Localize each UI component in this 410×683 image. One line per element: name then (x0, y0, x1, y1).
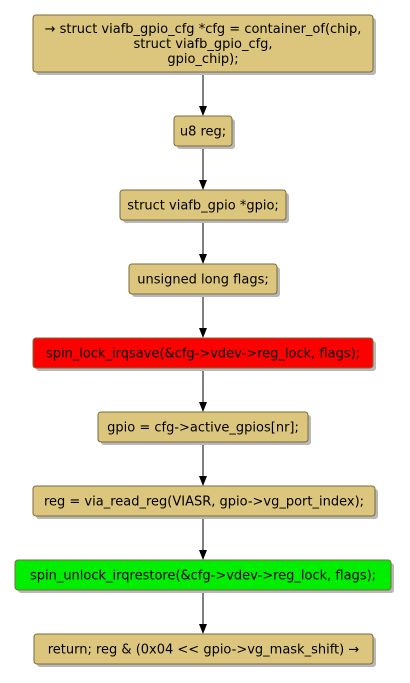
arrow-head-icon (199, 550, 207, 560)
edge-flags-decl-to-spin-lock (199, 294, 207, 338)
node-reg-read: reg = via_read_reg(VIASR, gpio->vg_port_… (32, 485, 378, 519)
edge-reg-read-to-spin-unlock (199, 516, 207, 560)
arrow-head-icon (199, 106, 207, 116)
edge-gpio-assign-to-reg-read (199, 442, 207, 486)
node-text-line: gpio_chip); (167, 52, 238, 67)
node-box (33, 633, 374, 665)
node-text-line: return; reg & (0x04 << gpio->vg_mask_shi… (48, 643, 360, 658)
arrow-head-icon (199, 624, 207, 634)
node-gpio-assign: gpio = cfg->active_gpios[nr]; (97, 411, 311, 445)
edges-layer (199, 72, 207, 634)
edge-gpio-decl-to-flags-decl (199, 220, 207, 264)
node-text-line: gpio = cfg->active_gpios[nr]; (107, 421, 299, 436)
arrow-head-icon (199, 328, 207, 338)
edge-reg-decl-to-gpio-decl (199, 146, 207, 190)
arrow-head-icon (199, 476, 207, 486)
node-text-line: struct viafb_gpio *gpio; (127, 199, 279, 214)
node-spin-lock: spin_lock_irqsave(&cfg->vdev->reg_lock, … (32, 337, 376, 371)
edge-spin-lock-to-gpio-assign (199, 368, 207, 412)
node-text-line: unsigned long flags; (137, 273, 269, 288)
node-flags-decl: unsigned long flags; (128, 263, 280, 297)
arrow-head-icon (199, 254, 207, 264)
node-reg-decl: u8 reg; (173, 115, 235, 149)
arrow-head-icon (199, 180, 207, 190)
nodes-layer: → struct viafb_gpio_cfg *cfg = container… (14, 14, 394, 667)
node-return-stmt: return; reg & (0x04 << gpio->vg_mask_shi… (33, 633, 376, 667)
node-text-line: spin_unlock_irqrestore(&cfg->vdev->reg_l… (30, 569, 376, 584)
node-text-line: struct viafb_gpio_cfg, (133, 37, 272, 52)
node-text-line: reg = via_read_reg(VIASR, gpio->vg_port_… (44, 495, 364, 510)
node-box (14, 559, 392, 591)
node-box (173, 115, 233, 147)
node-box (32, 485, 376, 517)
node-text-line: spin_lock_irqsave(&cfg->vdev->reg_lock, … (46, 347, 360, 362)
node-spin-unlock: spin_unlock_irqrestore(&cfg->vdev->reg_l… (14, 559, 394, 593)
edge-cfg-decl-to-reg-decl (199, 72, 207, 116)
node-gpio-decl: struct viafb_gpio *gpio; (119, 189, 289, 223)
node-text-line: → struct viafb_gpio_cfg *cfg = container… (45, 22, 362, 37)
node-box (97, 411, 309, 443)
edge-spin-unlock-to-return-stmt (199, 590, 207, 634)
arrow-head-icon (199, 402, 207, 412)
node-box (32, 337, 374, 369)
node-box (32, 14, 374, 73)
node-box (119, 189, 287, 221)
node-cfg-decl: → struct viafb_gpio_cfg *cfg = container… (32, 14, 376, 75)
node-box (128, 263, 278, 295)
node-text-line: u8 reg; (180, 125, 226, 140)
